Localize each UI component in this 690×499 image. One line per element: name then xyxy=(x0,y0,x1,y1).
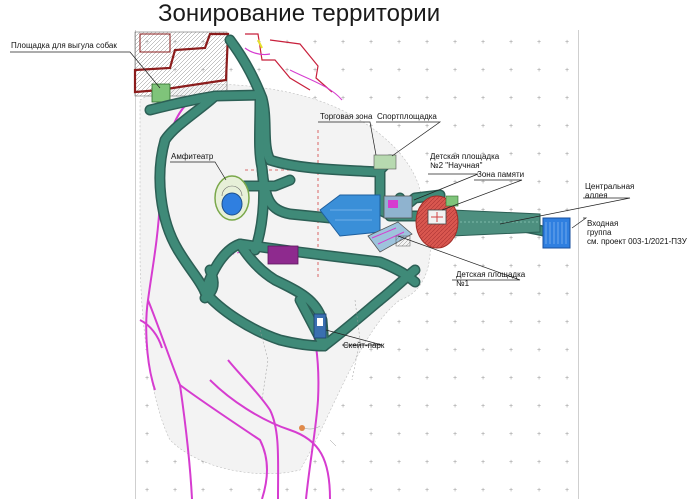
label-entry-group-line1: Входная xyxy=(587,219,619,228)
label-trade-zone: Торговая зона xyxy=(320,112,373,121)
amphitheater-area xyxy=(214,175,250,221)
kids-ground-2-area xyxy=(373,154,413,219)
label-dog-area: Площадка для выгула собак xyxy=(11,41,117,50)
label-kids-ground-2-line2: №2 "Научная" xyxy=(430,161,483,170)
trade-zone-area xyxy=(267,245,299,265)
dog-area-block xyxy=(133,31,230,103)
label-entry-group-line2: группа xyxy=(587,228,612,237)
central-alley xyxy=(451,209,541,237)
label-kids-ground-2-line1: Детская площадка xyxy=(430,152,500,161)
label-central-alley-line1: Центральная xyxy=(585,182,635,191)
map-title: Зонирование территории xyxy=(158,0,441,27)
kids-ground-1-area xyxy=(367,221,413,253)
sports-zone-lines xyxy=(330,209,372,221)
label-sports-ground: Спортплощадка xyxy=(377,112,437,121)
north-boundary xyxy=(244,33,343,101)
label-entry-group-line3: см. проект 003-1/2021-ПЗУ xyxy=(587,237,687,246)
label-skate-park: Скейт-парк xyxy=(343,341,385,350)
sports-zone xyxy=(319,194,381,237)
skate-park-area xyxy=(313,313,327,339)
label-kids-ground-1-line2: №1 xyxy=(456,279,470,288)
leader-lines xyxy=(10,51,631,346)
label-central-alley-line2: аллея xyxy=(585,191,608,200)
plan-details xyxy=(259,299,361,447)
label-amphitheater: Амфитеатр xyxy=(171,152,214,161)
memory-zone-area xyxy=(415,195,459,249)
entry-group-area xyxy=(542,217,571,249)
entry-group-hatch xyxy=(545,222,567,244)
label-kids-ground-1-line1: Детская площадка xyxy=(456,270,526,279)
label-memory-zone: Зона памяти xyxy=(477,170,525,179)
